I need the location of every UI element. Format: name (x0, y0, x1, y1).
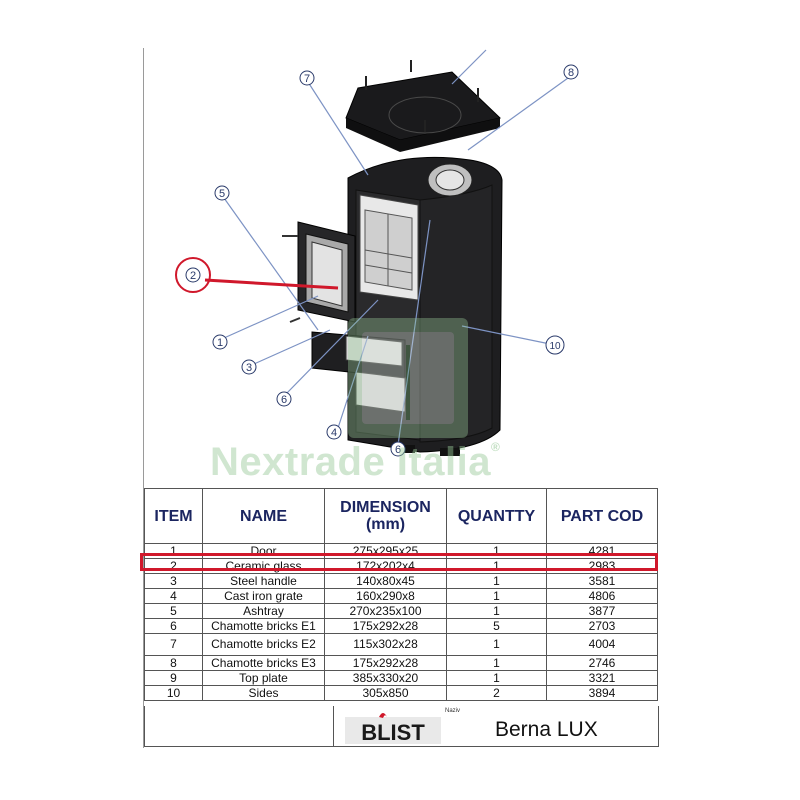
top-plate (345, 60, 502, 152)
cell-name: Cast iron grate (202, 588, 325, 604)
callout-2: 2 (185, 267, 201, 283)
svg-text:2: 2 (190, 270, 196, 282)
cell-quantity: 1 (446, 573, 547, 589)
cell-quantity: 2 (446, 685, 547, 701)
cell-name: Chamotte bricks E2 (202, 633, 325, 656)
cell-name: Sides (202, 685, 325, 701)
svg-text:3: 3 (246, 362, 252, 374)
cell-dimension: 175x292x28 (324, 655, 447, 671)
cell-dimension: 305x850 (324, 685, 447, 701)
header-name: NAME (202, 488, 325, 544)
naziv-label: Naziv (445, 708, 461, 714)
stove-exploded-diagram: 7 8 5 2 1 3 6 4 6 10 (175, 49, 579, 457)
model-name: Berna LUX (495, 718, 598, 741)
cell-quantity: 1 (446, 655, 547, 671)
svg-text:6: 6 (281, 394, 287, 406)
svg-text:5: 5 (219, 188, 225, 200)
svg-text:7: 7 (304, 73, 310, 85)
cell-code: 3581 (546, 573, 658, 589)
title-block: BLIST Naziv Berna LUX (144, 706, 659, 747)
cell-item: 10 (144, 685, 203, 701)
cell-item: 4 (144, 588, 203, 604)
cell-item: 6 (144, 618, 203, 634)
watermark-emblem (348, 318, 468, 438)
cell-item: 7 (144, 633, 203, 656)
cell-code: 4004 (546, 633, 658, 656)
highlight-pointer (175, 257, 339, 293)
svg-text:4: 4 (331, 427, 337, 439)
svg-text:BLIST: BLIST (361, 720, 425, 744)
cell-code: 3894 (546, 685, 658, 701)
brand-logo: BLIST (345, 713, 441, 744)
cell-item: 3 (144, 573, 203, 589)
svg-text:8: 8 (568, 67, 574, 79)
parts-table: ITEM NAME DIMENSION(mm) QUANTTY PART COD… (144, 488, 658, 701)
svg-text:1: 1 (217, 337, 223, 349)
callout-4: 4 (326, 424, 342, 440)
callout-7: 7 (299, 70, 315, 86)
leader-lines (223, 49, 569, 446)
highlight-row-box (140, 553, 658, 571)
table-header-row: ITEM NAME DIMENSION(mm) QUANTTY PART COD (144, 488, 658, 544)
cell-dimension: 140x80x45 (324, 573, 447, 589)
door (282, 221, 356, 323)
cell-code: 2703 (546, 618, 658, 634)
cell-dimension: 160x290x8 (324, 588, 447, 604)
cell-code: 3321 (546, 670, 658, 686)
cell-item: 5 (144, 603, 203, 619)
cell-name: Top plate (202, 670, 325, 686)
callout-6a: 6 (276, 391, 292, 407)
header-dimension: DIMENSION(mm) (324, 488, 447, 544)
header-part-code: PART COD (546, 488, 658, 544)
header-quantity: QUANTTY (446, 488, 547, 544)
header-item: ITEM (144, 488, 203, 544)
cell-dimension: 115x302x28 (324, 633, 447, 656)
cell-code: 3877 (546, 603, 658, 619)
cell-name: Steel handle (202, 573, 325, 589)
callout-5: 5 (214, 185, 230, 201)
title-block-divider (333, 706, 334, 746)
cell-name: Chamotte bricks E3 (202, 655, 325, 671)
callouts: 7 8 5 2 1 3 6 4 6 10 (185, 64, 579, 457)
cell-quantity: 1 (446, 603, 547, 619)
callout-6b: 6 (390, 441, 406, 457)
cell-item: 9 (144, 670, 203, 686)
callout-10: 10 (545, 335, 565, 355)
callout-8: 8 (563, 64, 579, 80)
page-border-left (143, 48, 144, 748)
cell-name: Chamotte bricks E1 (202, 618, 325, 634)
cell-dimension: 385x330x20 (324, 670, 447, 686)
cell-quantity: 5 (446, 618, 547, 634)
cell-dimension: 175x292x28 (324, 618, 447, 634)
svg-text:6: 6 (395, 444, 401, 456)
svg-text:10: 10 (549, 341, 561, 352)
cell-quantity: 1 (446, 588, 547, 604)
cell-code: 2746 (546, 655, 658, 671)
cell-code: 4806 (546, 588, 658, 604)
cell-dimension: 270x235x100 (324, 603, 447, 619)
callout-3: 3 (241, 359, 257, 375)
cell-quantity: 1 (446, 633, 547, 656)
cell-item: 8 (144, 655, 203, 671)
cell-quantity: 1 (446, 670, 547, 686)
cell-name: Ashtray (202, 603, 325, 619)
callout-1: 1 (212, 334, 228, 350)
